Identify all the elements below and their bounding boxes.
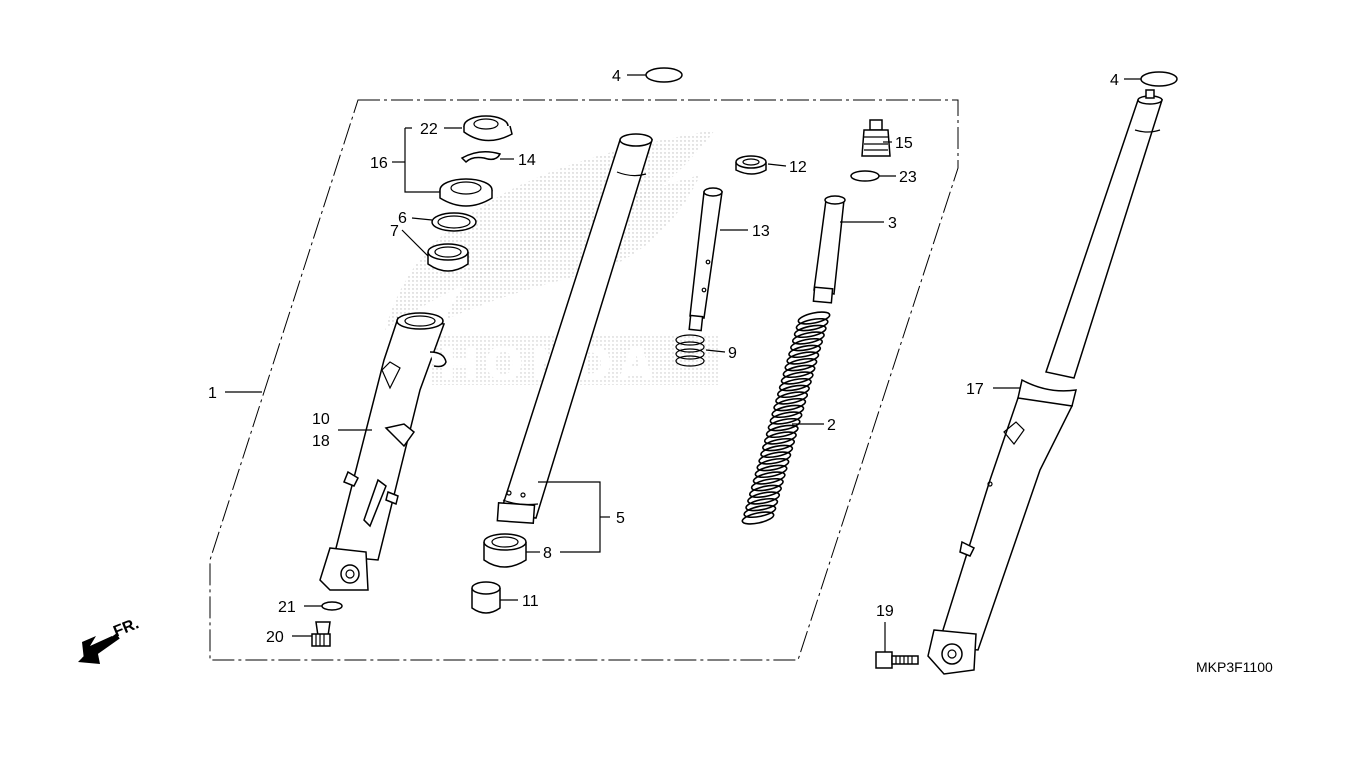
spring-coil: [763, 431, 797, 445]
label-21: 21: [278, 599, 296, 616]
socket-bolt: [311, 621, 331, 647]
spring-coil: [778, 377, 812, 392]
spring-coil: [782, 364, 816, 379]
label-10: 10: [312, 411, 330, 428]
backup-ring: [431, 212, 477, 232]
spring-coil: [745, 497, 779, 512]
spring-coil: [765, 424, 799, 439]
spring-coil: [762, 437, 796, 452]
spring-coil: [775, 391, 809, 405]
rebound-spring: [675, 334, 705, 367]
guide-bushing: [427, 243, 469, 272]
damper-rod: [688, 187, 723, 332]
label-23: 23: [899, 169, 917, 186]
spring-coil: [747, 491, 781, 505]
label-16: 16: [370, 155, 388, 172]
fork-spring: [741, 311, 831, 525]
label-22: 22: [420, 121, 438, 138]
fork-assembly-right: [927, 89, 1164, 675]
spring-coil: [797, 311, 831, 325]
spring-coil: [790, 337, 824, 352]
spring-coil: [771, 404, 805, 419]
label-13: 13: [752, 223, 770, 240]
spring-coil: [767, 417, 801, 432]
diagram-code: MKP3F1100: [1196, 659, 1273, 675]
label-5: 5: [616, 510, 625, 527]
label-4-right: 4: [1110, 72, 1119, 89]
label-1: 1: [208, 385, 217, 402]
spring-coil: [780, 371, 814, 385]
label-15: 15: [895, 135, 913, 152]
spring-coil: [793, 324, 827, 339]
label-9: 9: [728, 345, 737, 362]
label-14: 14: [518, 152, 536, 169]
spring-coil: [743, 504, 777, 519]
spring-coil: [754, 464, 788, 479]
pinch-bolt: [875, 651, 919, 669]
label-20: 20: [266, 629, 284, 646]
label-3: 3: [888, 215, 897, 232]
spring-coil: [748, 484, 782, 499]
fork-bottom-case-left: [319, 312, 447, 591]
label-17: 17: [966, 381, 984, 398]
spring-coil: [756, 457, 790, 472]
part-number-labels: 4 4 22 14 16 6 7 12 13 9 15 23 3 2 1 10 …: [208, 68, 1119, 646]
spring-coil: [750, 477, 784, 492]
spring-coil: [760, 444, 794, 459]
spring-coil: [758, 451, 792, 465]
spring-coil: [784, 357, 818, 372]
drain-washer: [321, 601, 343, 611]
spring-spacer: [812, 195, 846, 304]
fork-pipe: [496, 133, 654, 525]
stopper-ring: [460, 151, 502, 164]
label-18: 18: [312, 433, 330, 450]
label-2: 2: [827, 417, 836, 434]
o-ring-right: [1140, 71, 1178, 87]
assembly-boundary: [209, 99, 959, 661]
spring-coil: [795, 317, 829, 332]
spring-coil: [788, 344, 822, 359]
spring-coil: [791, 331, 825, 345]
spring-coil: [769, 411, 803, 425]
fork-bolt: [861, 119, 891, 157]
dust-seal: [463, 115, 513, 142]
spring-coil: [752, 471, 786, 485]
bolt-o-ring: [850, 170, 880, 182]
label-6: 6: [398, 210, 407, 227]
oil-lock-piece: [471, 581, 501, 614]
slider-bushing: [483, 533, 527, 568]
oil-seal: [439, 178, 493, 207]
label-7: 7: [390, 223, 399, 240]
front-direction-arrow-icon: [78, 633, 120, 664]
label-11: 11: [522, 593, 539, 610]
label-19: 19: [876, 603, 894, 620]
spring-coil: [741, 511, 775, 525]
leader-lines: [225, 74, 1141, 652]
spring-coil: [786, 351, 820, 365]
label-4-left: 4: [612, 68, 621, 85]
label-8: 8: [543, 545, 552, 562]
spring-seat: [735, 155, 767, 175]
o-ring-left: [645, 67, 683, 83]
spring-coil: [776, 384, 810, 399]
spring-coil: [773, 397, 807, 412]
label-12: 12: [789, 159, 807, 176]
front-indicator-text: FR.: [111, 615, 141, 640]
